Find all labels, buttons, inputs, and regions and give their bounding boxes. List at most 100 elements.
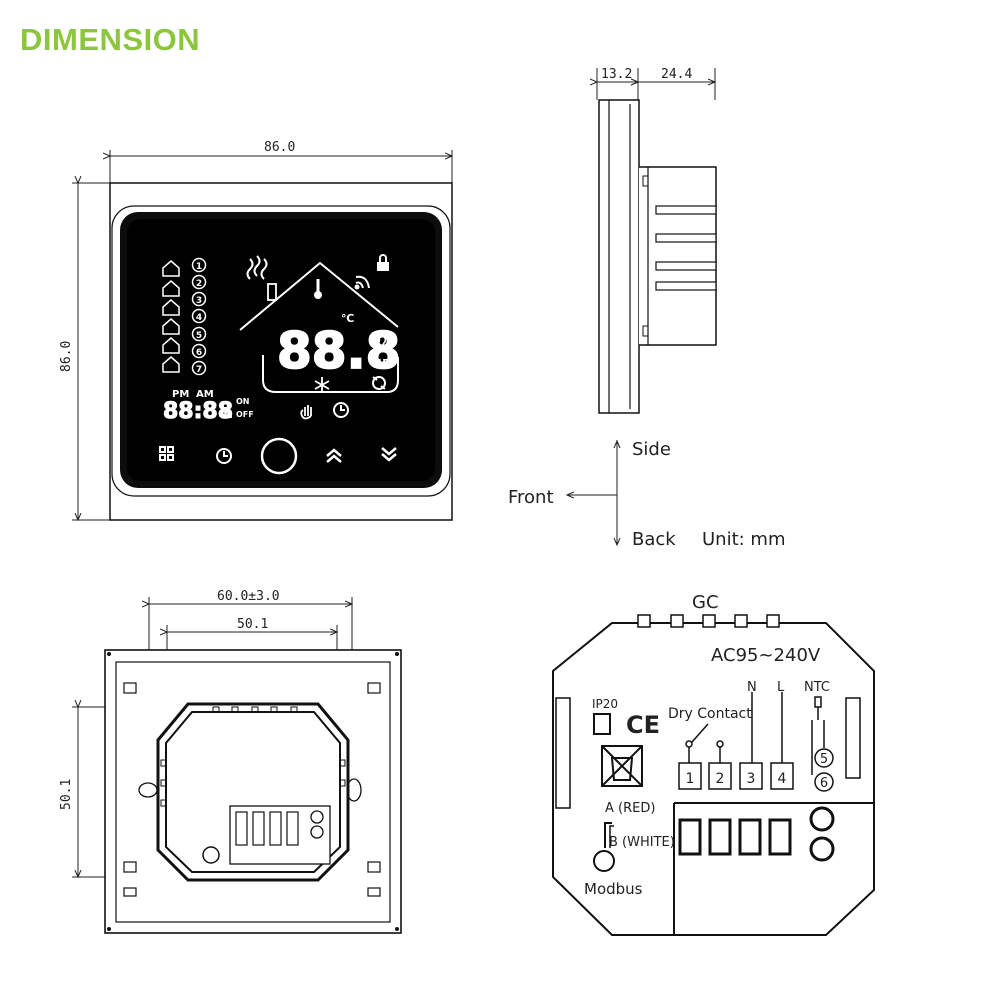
front-screen — [127, 219, 435, 481]
ip-rating-label: IP20 — [592, 697, 618, 711]
side-label: Side — [632, 439, 671, 460]
chimney-icon — [267, 283, 277, 301]
period-1: 1 — [191, 257, 207, 273]
side-view: 13.2 24.4 — [597, 67, 717, 414]
lcd-period-icons — [162, 260, 180, 373]
chevron-up-icon — [326, 448, 342, 463]
front-width-dimension — [110, 150, 452, 183]
lock-icon — [377, 254, 389, 271]
svg-text:3: 3 — [196, 296, 202, 306]
grid-icon — [159, 446, 174, 461]
b-white-label: B (WHITE) — [609, 835, 675, 850]
period-2: 2 — [191, 274, 207, 290]
model-label: GC — [692, 592, 719, 613]
dry-contact-label: Dry Contact — [668, 706, 752, 722]
modbus-port-icon — [593, 850, 615, 872]
back-label: Back — [632, 529, 676, 550]
power-button[interactable] — [260, 437, 298, 475]
back-box-width-label: 50.1 — [237, 617, 268, 632]
wiring-lines — [685, 692, 783, 763]
lcd-am-label: AM — [196, 389, 214, 400]
modbus-label: Modbus — [584, 880, 643, 898]
back-module-notches — [160, 706, 346, 807]
heat-waves-icon — [246, 255, 268, 280]
wiring-terminal-block — [673, 802, 874, 935]
terminal-1: 1 — [686, 771, 695, 787]
orientation-legend: Side Front Back Unit: mm — [508, 439, 786, 550]
side-faceplate — [598, 99, 640, 414]
lcd-on-label: ON — [236, 397, 250, 406]
lcd-clock-digits: 88:88 — [163, 399, 233, 424]
back-corner-screws — [107, 652, 399, 931]
period-7: 7 — [191, 360, 207, 376]
terminal-3: 3 — [747, 771, 756, 787]
ntc-terminal-6: 6 — [820, 776, 828, 791]
terminal-numbers: 1 2 3 4 — [678, 762, 794, 790]
front-height-label: 86.0 — [59, 341, 74, 372]
weee-bin-icon — [601, 745, 643, 787]
lcd-hour-unit: h — [223, 406, 233, 422]
back-modbus-port — [202, 846, 220, 864]
a-red-label: A (RED) — [605, 801, 655, 816]
page-title: DIMENSION — [20, 22, 201, 57]
side-latches — [555, 697, 861, 809]
period-5: 5 — [191, 326, 207, 342]
wiring-diagram: GC AC95~240V IP20 CE Dry Contact N L — [552, 592, 875, 936]
lcd-period-numbers: 1 2 3 4 5 6 7 — [191, 257, 207, 376]
back-view: 60.0±3.0 50.1 50.1 — [59, 589, 402, 934]
period-4: 4 — [191, 308, 207, 324]
menu-button[interactable] — [159, 446, 174, 461]
power-button-ring — [260, 437, 298, 475]
ip-rating-icon — [593, 713, 611, 735]
back-clips — [123, 682, 381, 897]
clock-icon — [216, 448, 232, 464]
svg-text:4: 4 — [196, 313, 202, 323]
ntc-label: NTC — [804, 680, 830, 695]
ce-mark: CE — [626, 711, 660, 739]
lcd-celsius-unit: ℃ — [341, 312, 354, 325]
floor-heat-icon — [375, 336, 394, 352]
hand-manual-icon — [300, 405, 312, 420]
front-height-dimension — [72, 183, 110, 520]
back-terminals — [235, 811, 299, 846]
svg-text:7: 7 — [196, 365, 202, 375]
unit-label: Unit: mm — [702, 529, 786, 550]
svg-text:6: 6 — [196, 348, 202, 358]
side-ribs — [655, 205, 717, 291]
lcd-off-label: OFF — [236, 410, 254, 419]
ntc-sensor-icon — [811, 696, 825, 775]
side-depth-back-label: 24.4 — [661, 67, 692, 82]
wiring-screw-terminals — [678, 818, 792, 856]
side-depth-dimension — [597, 68, 715, 100]
snowflake-icon — [314, 377, 330, 393]
down-button[interactable] — [381, 447, 397, 462]
thermometer-icon — [314, 279, 322, 299]
svg-text:5: 5 — [196, 331, 202, 341]
lcd-set-label: SET — [375, 358, 396, 369]
voltage-label: AC95~240V — [711, 645, 821, 666]
side-back-box — [639, 166, 717, 346]
program-clock-icon — [333, 402, 349, 418]
live-label: L — [777, 680, 785, 695]
back-hole-spacing-label: 60.0±3.0 — [217, 589, 280, 604]
svg-text:1: 1 — [196, 262, 202, 272]
neutral-label: N — [747, 680, 757, 695]
period-3: 3 — [191, 291, 207, 307]
svg-text:2: 2 — [196, 279, 202, 289]
ntc-terminal-5: 5 — [820, 752, 828, 767]
front-bezel-outline — [111, 205, 451, 497]
period-6: 6 — [191, 343, 207, 359]
terminal-2: 2 — [716, 771, 725, 787]
front-label: Front — [508, 487, 554, 508]
side-depth-front-label: 13.2 — [601, 67, 632, 82]
up-button[interactable] — [326, 448, 342, 463]
wifi-icon — [354, 275, 370, 290]
top-pins — [637, 614, 780, 628]
clock-button[interactable] — [216, 448, 232, 464]
back-box-height-label: 50.1 — [59, 779, 74, 810]
terminal-4: 4 — [778, 771, 787, 787]
front-width-label: 86.0 — [264, 140, 295, 155]
front-view: 86.0 86.0 1 2 3 4 5 6 7 — [59, 140, 452, 520]
house-outline-icon — [239, 261, 399, 393]
chevron-down-icon — [381, 447, 397, 462]
